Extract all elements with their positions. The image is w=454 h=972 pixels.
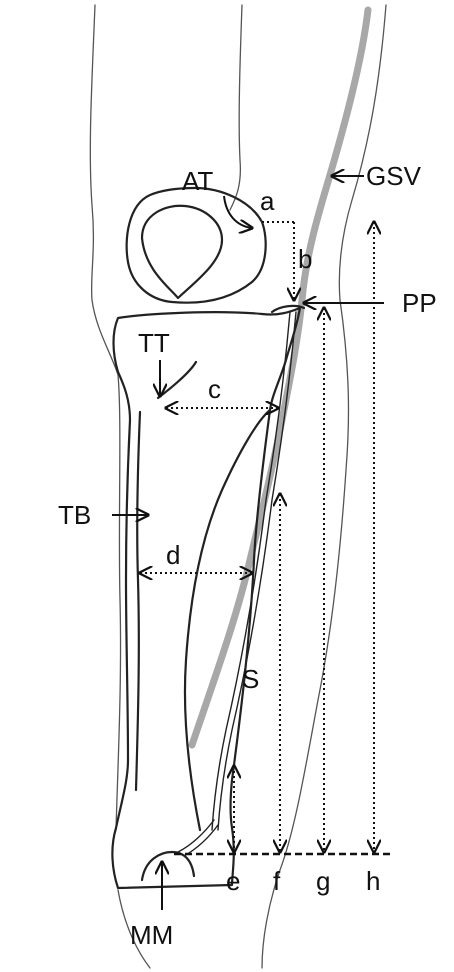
label-mm: MM [130, 920, 173, 950]
label-c: c [208, 374, 221, 404]
label-gsv: GSV [366, 161, 422, 191]
label-tt: TT [138, 328, 170, 358]
label-pp: PP [402, 288, 437, 318]
tibia-medullary-left [136, 412, 140, 790]
stent-line-2 [212, 312, 290, 830]
label-h: h [366, 866, 380, 896]
label-g: g [316, 866, 330, 896]
tibia-medullary-right [185, 410, 270, 830]
tibial-plateau-line [158, 362, 196, 398]
label-f: f [273, 866, 281, 896]
label-a: a [260, 186, 275, 216]
tibia [112, 308, 300, 888]
patella [127, 188, 266, 303]
stent-line-1 [218, 312, 296, 830]
leg-outline-inner [230, 5, 242, 210]
medial-malleolus [142, 852, 194, 880]
label-tb: TB [58, 500, 91, 530]
label-e: e [226, 866, 240, 896]
patella-inner [142, 206, 222, 298]
label-b: b [298, 244, 312, 274]
leg-outline-left [90, 5, 120, 830]
label-d: d [166, 540, 180, 570]
label-s: S [242, 664, 259, 694]
at-pointer [224, 196, 252, 228]
label-at: AT [182, 166, 213, 196]
